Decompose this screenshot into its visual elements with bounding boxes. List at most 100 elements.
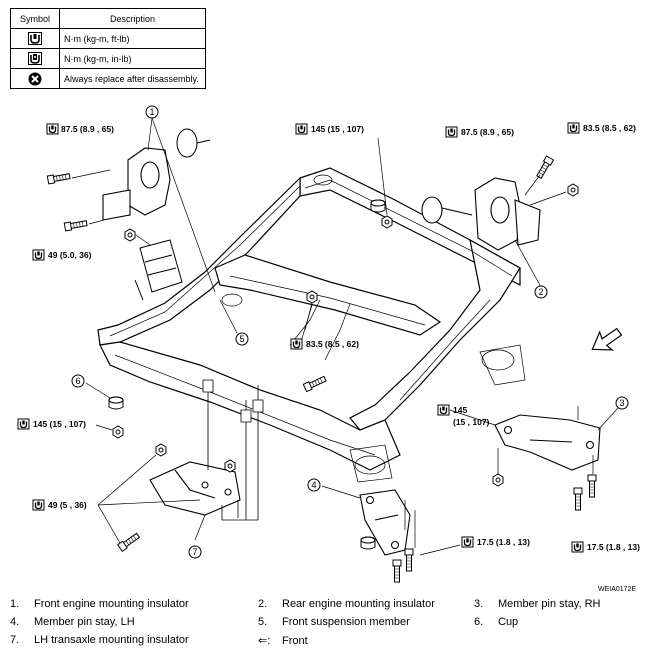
leader-line	[514, 239, 542, 288]
legend-item: ⇐:Front	[258, 635, 308, 647]
nut	[155, 443, 167, 457]
nut	[224, 459, 236, 473]
torque-nm-ftlb-icon	[28, 32, 42, 45]
leader-line	[71, 169, 151, 246]
legend-item: 3.Member pin stay, RH	[474, 598, 601, 610]
torque-label: 87.5 (8.9 , 65)	[46, 123, 114, 135]
torque-icon	[32, 499, 45, 511]
torque-icon	[17, 418, 30, 430]
legend-item: 6.Cup	[474, 616, 519, 628]
leader-line	[321, 485, 461, 556]
torque-label: 49 (5.0, 36)	[32, 249, 92, 261]
torque-label: 17.5 (1.8 , 13)	[571, 541, 640, 553]
rear-engine-mounting-insulator	[421, 177, 541, 251]
torque-label: 145 (15 , 107)	[295, 123, 364, 135]
nut	[381, 215, 393, 229]
legend-item: 7.LH transaxle mounting insulator	[10, 634, 189, 646]
torque-label: 49 (5 , 36)	[32, 499, 87, 511]
svg-text:87.5 (8.9 , 65): 87.5 (8.9 , 65)	[461, 127, 514, 137]
svg-text:49 (5.0, 36): 49 (5.0, 36)	[48, 250, 92, 260]
suspension-member-diagram: 1 2 3 4 5 6 7 87.5 (8.9 , 65) 49 (5.0, 3…	[17, 105, 640, 583]
symbol-row: N·m (kg-m, ft-lb)	[10, 28, 206, 49]
leader-line	[299, 304, 313, 346]
svg-text:87.5 (8.9 , 65): 87.5 (8.9 , 65)	[61, 124, 114, 134]
torque-label: 145 (15 , 107)	[17, 418, 86, 430]
legend-item: 1.Front engine mounting insulator	[10, 598, 189, 610]
svg-text:83.5 (8.5 , 62): 83.5 (8.5 , 62)	[583, 123, 636, 133]
torque-icon	[46, 123, 59, 135]
symbol-row: Always replace after disassembly.	[10, 68, 206, 89]
leader-line	[449, 409, 496, 426]
svg-text:1: 1	[149, 107, 154, 117]
legend-item: 2.Rear engine mounting insulator	[258, 598, 435, 610]
svg-text:145 (15 , 107): 145 (15 , 107)	[311, 124, 364, 134]
bolt	[587, 474, 597, 498]
lh-transaxle-mounting-insulator	[149, 461, 241, 516]
front-arrow-icon	[591, 327, 623, 351]
callout-6: 6	[71, 374, 85, 388]
cup	[108, 396, 124, 410]
torque-icon	[295, 123, 308, 135]
torque-icon	[571, 541, 584, 553]
svg-text:4: 4	[311, 480, 316, 490]
torque-icon	[445, 126, 458, 138]
torque-label: 145 (15 , 107)	[437, 404, 490, 427]
svg-text:(15 , 107): (15 , 107)	[453, 417, 490, 427]
callout-2: 2	[534, 285, 548, 299]
torque-label: 83.5 (8.5 , 62)	[290, 338, 359, 350]
nut	[567, 183, 579, 197]
torque-nm-inlb-icon	[28, 52, 42, 65]
svg-text:3: 3	[619, 398, 624, 408]
parts-legend: 1.Front engine mounting insulator 2.Rear…	[10, 598, 650, 652]
legend-item: 4.Member pin stay, LH	[10, 616, 135, 628]
svg-text:5: 5	[239, 334, 244, 344]
torque-icon	[461, 536, 474, 548]
svg-text:145: 145	[453, 405, 467, 415]
callout-3: 3	[615, 396, 629, 410]
always-replace-icon	[28, 72, 42, 85]
nut	[492, 473, 504, 487]
bolt	[117, 531, 141, 552]
bolt	[573, 487, 583, 511]
bolt	[404, 548, 414, 572]
leader-line	[377, 137, 388, 216]
leader-line	[219, 299, 238, 334]
bolt	[535, 155, 554, 180]
cup	[360, 536, 376, 550]
leader-line	[524, 174, 567, 206]
member-pin-stay-rh	[494, 414, 601, 471]
bolt	[302, 374, 328, 393]
callout-1: 1	[145, 105, 159, 119]
svg-text:17.5 (1.8 , 13): 17.5 (1.8 , 13)	[587, 542, 640, 552]
leader-line	[85, 382, 113, 431]
front-engine-mounting-insulator	[102, 128, 211, 221]
callout-5: 5	[235, 332, 249, 346]
symbol-row: N·m (kg-m, in-lb)	[10, 48, 206, 69]
leader-line	[497, 406, 619, 474]
nut	[124, 228, 136, 242]
leader-line	[97, 454, 206, 544]
symbol-table-header: Symbol Description	[10, 8, 206, 29]
leader-line	[147, 117, 216, 293]
bolt	[63, 218, 88, 232]
torque-icon	[290, 338, 303, 350]
nut	[306, 290, 318, 304]
svg-text:6: 6	[75, 376, 80, 386]
svg-text:83.5 (8.5 , 62): 83.5 (8.5 , 62)	[306, 339, 359, 349]
transaxle-bracket	[134, 239, 183, 301]
svg-text:145 (15 , 107): 145 (15 , 107)	[33, 419, 86, 429]
svg-text:2: 2	[538, 287, 543, 297]
legend-row: 4.Member pin stay, LH 5.Front suspension…	[10, 616, 650, 634]
torque-icon	[437, 404, 450, 416]
cup	[370, 199, 386, 213]
svg-text:17.5 (1.8 , 13): 17.5 (1.8 , 13)	[477, 537, 530, 547]
symbol-table: Symbol Description N·m (kg-m, ft-lb) N·m…	[10, 8, 206, 89]
callout-4: 4	[307, 478, 321, 492]
vertical-bolts	[202, 379, 264, 521]
torque-label: 17.5 (1.8 , 13)	[461, 536, 530, 548]
svg-text:49 (5 , 36): 49 (5 , 36)	[48, 500, 87, 510]
torque-icon	[567, 122, 580, 134]
symbol-description: Always replace after disassembly.	[59, 68, 206, 89]
figure-id: WEIA0172E	[598, 586, 637, 593]
callout-7: 7	[188, 545, 202, 559]
